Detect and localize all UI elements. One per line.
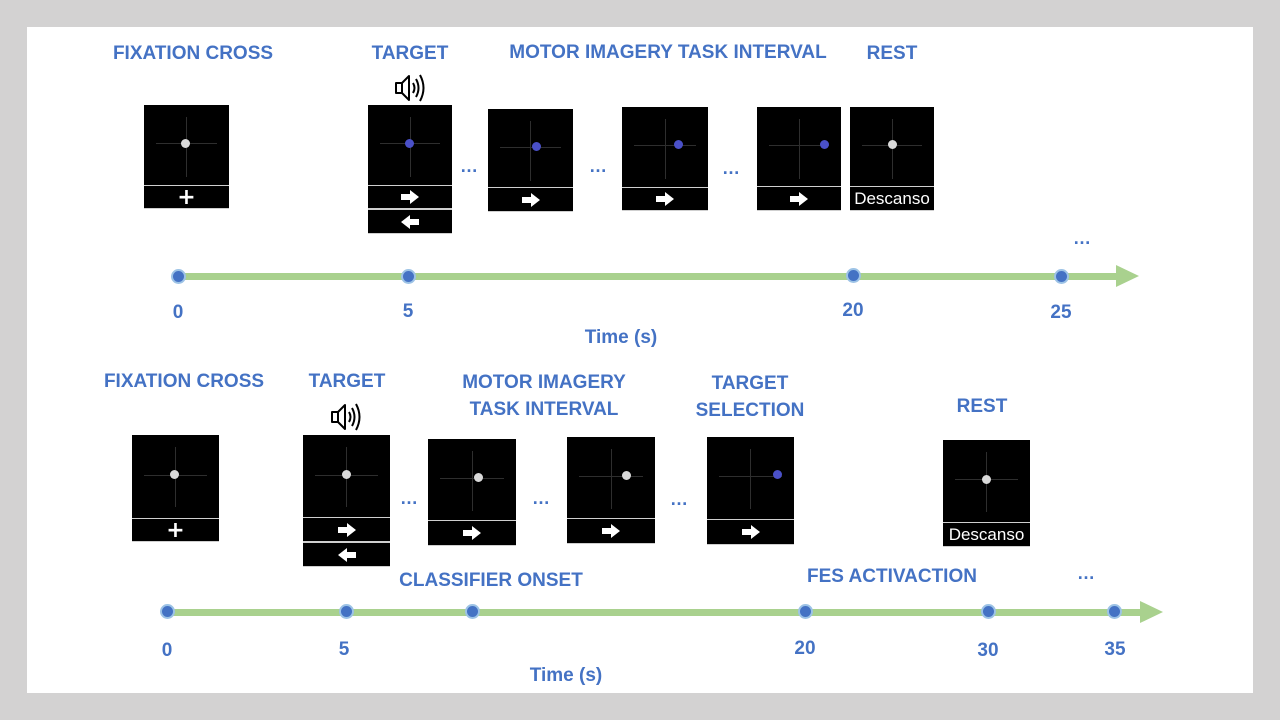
- left-arrow-icon: [337, 547, 356, 562]
- timeline-marker: [339, 604, 354, 619]
- rest-text: Descanso: [948, 524, 1025, 544]
- timeline-marker: [401, 269, 416, 284]
- target-point: [405, 139, 414, 148]
- timeline-marker: [171, 269, 186, 284]
- timeline-marker: [798, 604, 813, 619]
- fixation-point: [982, 475, 991, 484]
- rest-text-strip: Descanso: [850, 186, 934, 211]
- bottom-axis-label: Time (s): [529, 665, 603, 686]
- target-point: [820, 140, 829, 149]
- speaker-icon: [395, 74, 425, 102]
- right-arrow-strip: [368, 185, 452, 209]
- fixation-point: [342, 470, 351, 479]
- right-arrow-icon: [602, 524, 620, 538]
- rest-screen: [850, 107, 934, 186]
- bottom-timeline-arrowhead: [1140, 601, 1163, 623]
- timeline-marker: [1054, 269, 1069, 284]
- right-arrow-strip: [757, 186, 841, 211]
- bottom-label-rest: REST: [956, 396, 1008, 417]
- ellipsis: …: [1073, 228, 1092, 248]
- left-arrow-icon: [401, 214, 419, 229]
- timeline-marker: [160, 604, 175, 619]
- target-point: [532, 142, 541, 151]
- ellipsis: …: [1077, 563, 1096, 583]
- tick-label: 0: [161, 640, 173, 661]
- bottom-label-motor-imagery: MOTOR IMAGERY TASK INTERVAL: [462, 372, 626, 420]
- target-point: [674, 140, 683, 149]
- target-screen: [303, 435, 390, 517]
- tick-label: 30: [977, 640, 999, 661]
- timeline-marker: [1107, 604, 1122, 619]
- target-selection-screen: [707, 437, 794, 519]
- right-arrow-icon: [337, 522, 356, 537]
- rest-text-strip: Descanso: [943, 522, 1030, 547]
- bottom-label-target-selection: TARGET SELECTION: [695, 373, 805, 421]
- right-arrow-strip: [622, 187, 708, 211]
- tick-label: 5: [402, 301, 414, 322]
- plus-icon: +: [177, 184, 196, 210]
- tick-label: 5: [338, 639, 350, 660]
- right-arrow-strip: [303, 517, 390, 542]
- ellipsis: …: [460, 156, 479, 176]
- fixation-point: [474, 473, 483, 482]
- fixation-screen: [132, 435, 219, 518]
- mi-screen: [428, 439, 516, 520]
- top-axis-label: Time (s): [584, 327, 658, 348]
- target-screen: [368, 105, 452, 185]
- fixation-point: [622, 471, 631, 480]
- mi-screen: [488, 109, 573, 187]
- fixation-point: [181, 139, 190, 148]
- target-point: [773, 470, 782, 479]
- tick-label: 35: [1104, 639, 1126, 660]
- mi-screen: [622, 107, 708, 187]
- top-label-fixation-cross: FIXATION CROSS: [112, 43, 274, 64]
- left-arrow-strip: [368, 209, 452, 234]
- timeline-marker: [846, 268, 861, 283]
- fixation-point: [170, 470, 179, 479]
- mi-screen: [567, 437, 655, 518]
- plus-cue-strip: +: [132, 517, 219, 543]
- right-arrow-icon: [656, 192, 674, 206]
- right-arrow-strip: [428, 520, 516, 546]
- ellipsis: …: [589, 156, 608, 176]
- rest-text: Descanso: [854, 188, 930, 208]
- speaker-icon: [331, 403, 361, 431]
- rest-screen: [943, 440, 1030, 522]
- right-arrow-icon: [401, 190, 419, 204]
- bottom-timeline: [167, 609, 1143, 616]
- top-timeline-arrowhead: [1116, 265, 1139, 287]
- fixation-point: [888, 140, 897, 149]
- ellipsis: …: [670, 489, 689, 509]
- tick-label: 25: [1050, 302, 1072, 323]
- right-arrow-icon: [741, 525, 760, 539]
- right-arrow-icon: [790, 191, 808, 206]
- top-label-rest: REST: [866, 43, 918, 64]
- ellipsis: …: [532, 488, 551, 508]
- ellipsis: …: [400, 488, 419, 508]
- bottom-label-target: TARGET: [308, 371, 386, 392]
- right-arrow-icon: [463, 526, 481, 540]
- bottom-label-fixation-cross: FIXATION CROSS: [103, 371, 265, 392]
- right-arrow-strip: [707, 519, 794, 545]
- fes-activation-label: FES ACTIVACTION: [807, 566, 977, 587]
- fixation-screen: [144, 105, 229, 185]
- right-arrow-strip: [488, 187, 573, 212]
- top-label-motor-imagery: MOTOR IMAGERY TASK INTERVAL: [509, 42, 827, 63]
- plus-cue-strip: +: [144, 184, 229, 210]
- timeline-marker: [465, 604, 480, 619]
- right-arrow-strip: [567, 518, 655, 544]
- classifier-onset-label: CLASSIFIER ONSET: [399, 570, 583, 591]
- top-timeline: [178, 273, 1124, 280]
- top-label-target: TARGET: [371, 43, 449, 64]
- left-arrow-strip: [303, 542, 390, 567]
- tick-label: 0: [172, 302, 184, 323]
- plus-icon: +: [166, 517, 185, 543]
- timeline-marker: [981, 604, 996, 619]
- tick-label: 20: [842, 300, 864, 321]
- tick-label: 20: [794, 638, 816, 659]
- mi-screen: [757, 107, 841, 186]
- right-arrow-icon: [521, 192, 540, 207]
- ellipsis: …: [722, 158, 741, 178]
